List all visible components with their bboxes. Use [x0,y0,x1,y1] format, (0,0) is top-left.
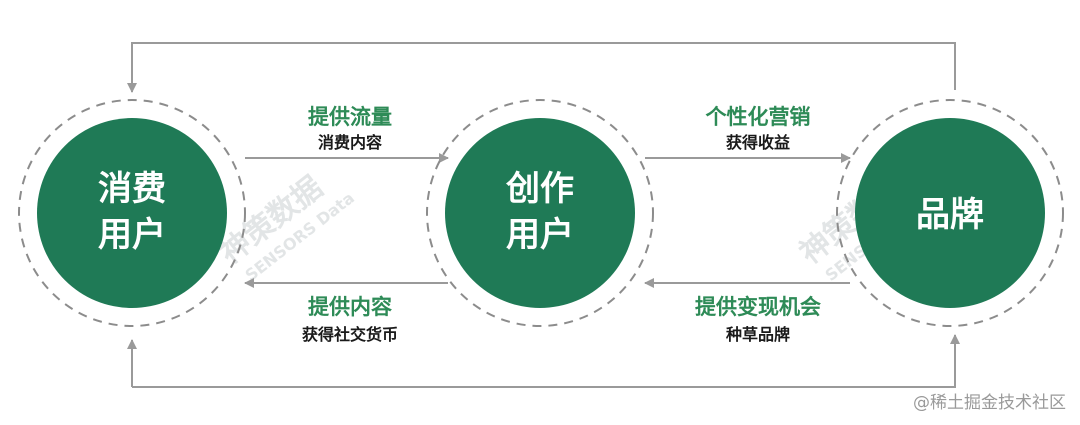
watermark-left: 神策数据 SENSORS Data [213,170,358,285]
consumer-dashed-ring [18,99,246,327]
consumer-circle [37,118,227,308]
brand-dashed-ring [836,99,1064,327]
consumer-label-line2: 用户 [98,215,166,255]
edge-creator-to-consumer-title: 提供内容 [308,295,392,319]
edge-consumer-to-creator-sub: 消费内容 [318,133,382,152]
creator-circle [445,118,635,308]
creator-dashed-ring [426,99,654,327]
creator-label-line2: 用户 [506,215,574,255]
node-consumer: 消费 用户 [18,99,246,327]
footer-watermark: @稀土掘金技术社区 [913,393,1066,413]
edge-brand-to-creator-sub: 种草品牌 [725,325,790,344]
node-creator: 创作 用户 [426,99,654,327]
brand-label: 品牌 [916,195,984,235]
edge-creator-to-brand-sub: 获得收益 [726,133,790,152]
edge-consumer-to-creator-title: 提供流量 [308,105,392,129]
creator-label-line1: 创作 [505,169,574,209]
edge-brand-to-creator-title: 提供变现机会 [695,295,821,319]
node-brand: 品牌 [836,99,1064,327]
bottom-loop-arrow [132,334,960,388]
edge-creator-to-brand-title: 个性化营销 [706,105,811,129]
consumer-label-line1: 消费 [98,169,166,209]
edge-creator-to-consumer-sub: 获得社交货币 [302,325,398,344]
top-loop-arrow [127,42,956,93]
brand-circle [855,118,1045,308]
